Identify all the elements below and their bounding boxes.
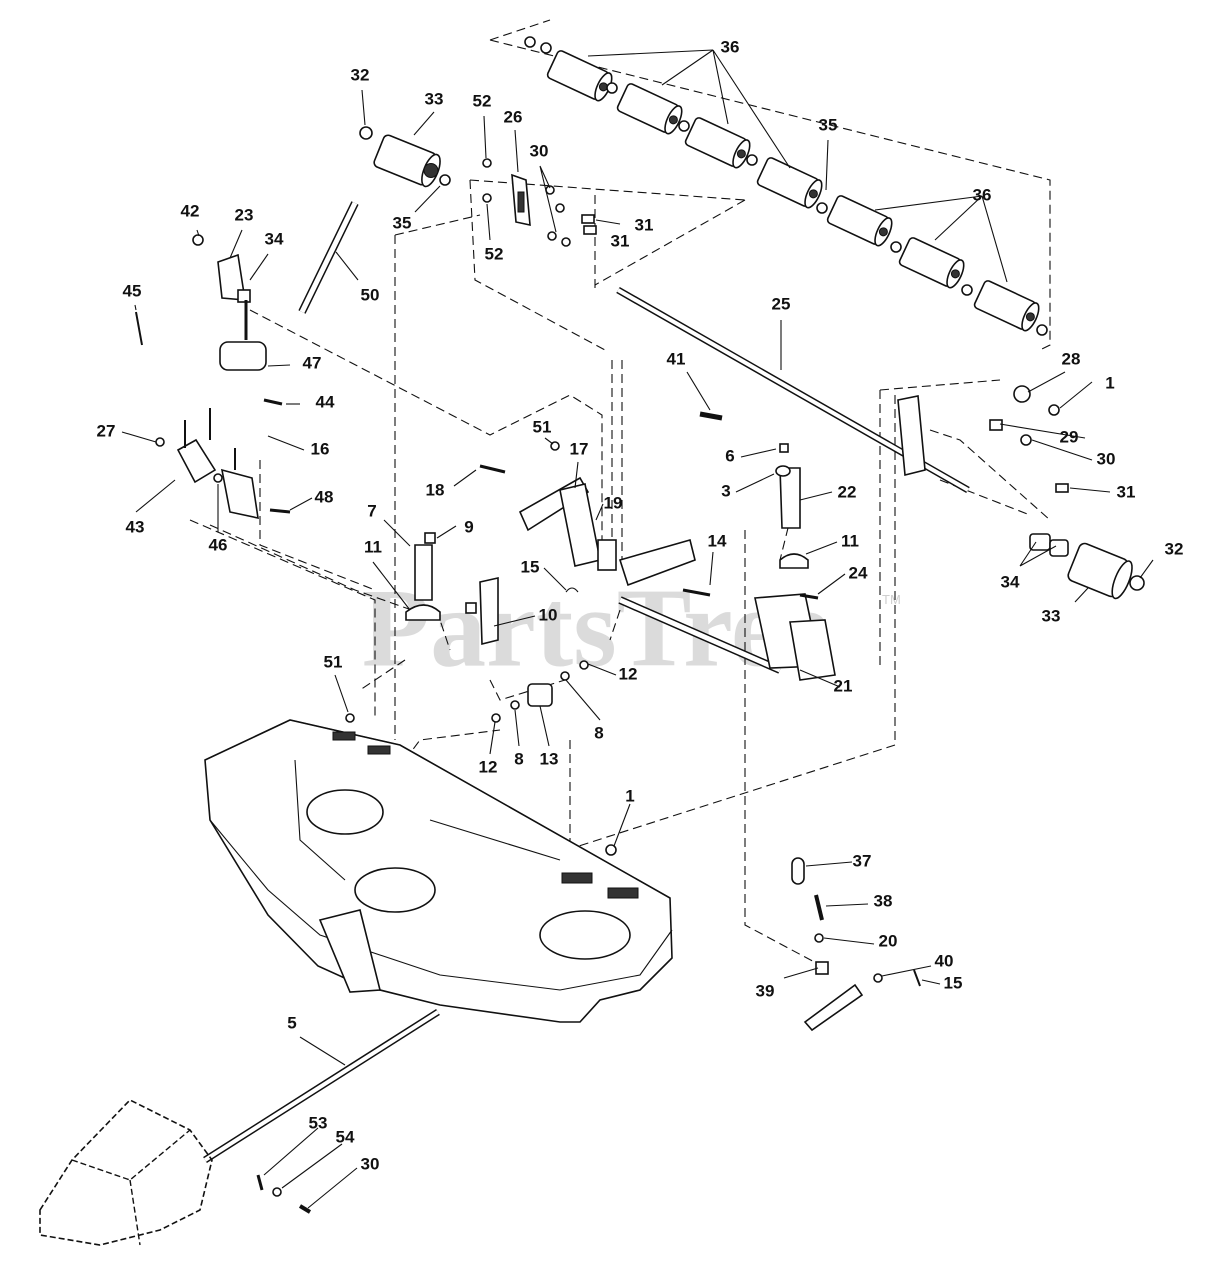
roller-part [546, 50, 613, 102]
callout-label-30: 30 [530, 141, 549, 160]
callout-label-32: 32 [1165, 539, 1184, 558]
callout-label-8: 8 [594, 723, 603, 742]
bracket-23-spring-47 [135, 234, 283, 406]
callout-label-50: 50 [361, 285, 380, 304]
callout-label-22: 22 [838, 482, 857, 501]
callout-label-25: 25 [772, 294, 791, 313]
callout-label-38: 38 [874, 891, 893, 910]
callout-label-30: 30 [361, 1154, 380, 1173]
watermark-text: PartsTree [362, 567, 831, 691]
watermark-trademark: TM [882, 592, 901, 607]
callout-label-42: 42 [181, 201, 200, 220]
callout-label-36: 36 [721, 37, 740, 56]
callout-label-31: 31 [611, 231, 630, 250]
callout-label-15: 15 [521, 557, 540, 576]
callout-label-43: 43 [126, 517, 145, 536]
callout-label-30: 30 [1097, 449, 1116, 468]
roller-part [616, 83, 683, 135]
callout-label-13: 13 [540, 749, 559, 768]
lift-rod-5 [39, 1009, 440, 1246]
lower-right-hardware [791, 857, 921, 1032]
roller-part [756, 157, 823, 209]
roller-part [898, 237, 965, 289]
callout-label-44: 44 [316, 392, 335, 411]
callout-label-8: 8 [514, 749, 523, 768]
callout-label-41: 41 [667, 349, 686, 368]
callout-label-33: 33 [425, 89, 444, 108]
assembly-guide-lines [189, 19, 1051, 966]
callout-label-35: 35 [393, 213, 412, 232]
callout-label-51: 51 [324, 652, 343, 671]
callout-label-31: 31 [1117, 482, 1136, 501]
callout-label-45: 45 [123, 281, 142, 300]
brackets-7-10-11 [405, 443, 809, 646]
mower-deck [204, 719, 673, 1023]
callout-label-26: 26 [504, 107, 523, 126]
callout-leaders [121, 49, 1154, 1209]
callout-label-37: 37 [853, 851, 872, 870]
callout-label-5: 5 [287, 1013, 296, 1032]
callout-label-3: 3 [721, 481, 730, 500]
callout-label-18: 18 [426, 480, 445, 499]
callout-label-21: 21 [834, 676, 853, 695]
callout-label-11: 11 [364, 537, 382, 556]
watermark: PartsTree TM [362, 567, 901, 691]
callout-label-1: 1 [625, 786, 634, 805]
callout-label-33: 33 [1042, 606, 1061, 625]
callout-label-15: 15 [944, 973, 963, 992]
callout-label-40: 40 [935, 951, 954, 970]
callout-label-20: 20 [879, 931, 898, 950]
callout-label-34: 34 [265, 229, 284, 248]
callout-label-48: 48 [315, 487, 334, 506]
roller-set-36 [524, 36, 1048, 336]
callout-label-29: 29 [1060, 427, 1079, 446]
bracket-26 [482, 158, 597, 247]
callout-label-54: 54 [336, 1127, 355, 1146]
roller-part [826, 195, 893, 247]
callout-label-46: 46 [209, 535, 228, 554]
brackets-43-46 [155, 408, 291, 520]
callout-label-11: 11 [841, 531, 859, 550]
callout-label-12: 12 [619, 664, 638, 683]
callout-label-47: 47 [303, 353, 322, 372]
callout-label-10: 10 [539, 605, 558, 624]
roller-left-33 [359, 126, 451, 188]
lift-arm-assembly [479, 441, 836, 681]
callout-label-19: 19 [604, 493, 623, 512]
callout-label-53: 53 [309, 1113, 328, 1132]
callout-label-17: 17 [570, 439, 589, 458]
lift-link-29 [699, 385, 1069, 493]
callout-label-12: 12 [479, 757, 498, 776]
callout-label-51: 51 [533, 417, 552, 436]
roller-right-33 [1029, 533, 1145, 600]
callout-label-24: 24 [849, 563, 868, 582]
callout-label-52: 52 [473, 91, 492, 110]
callout-label-6: 6 [725, 446, 734, 465]
roller-part [973, 280, 1040, 332]
callout-label-14: 14 [708, 531, 727, 550]
callout-label-28: 28 [1062, 349, 1081, 368]
callout-label-52: 52 [485, 244, 504, 263]
roller-part [684, 117, 751, 169]
callout-label-39: 39 [756, 981, 775, 1000]
callout-label-32: 32 [351, 65, 370, 84]
callout-label-1: 1 [1105, 373, 1114, 392]
callout-label-7: 7 [367, 501, 376, 520]
callout-label-34: 34 [1001, 572, 1020, 591]
callout-label-16: 16 [311, 439, 330, 458]
callout-label-23: 23 [235, 205, 254, 224]
callout-label-9: 9 [464, 517, 473, 536]
callout-label-27: 27 [97, 421, 116, 440]
callout-label-36: 36 [973, 185, 992, 204]
callout-label-31: 31 [635, 215, 654, 234]
callout-label-35: 35 [819, 115, 838, 134]
